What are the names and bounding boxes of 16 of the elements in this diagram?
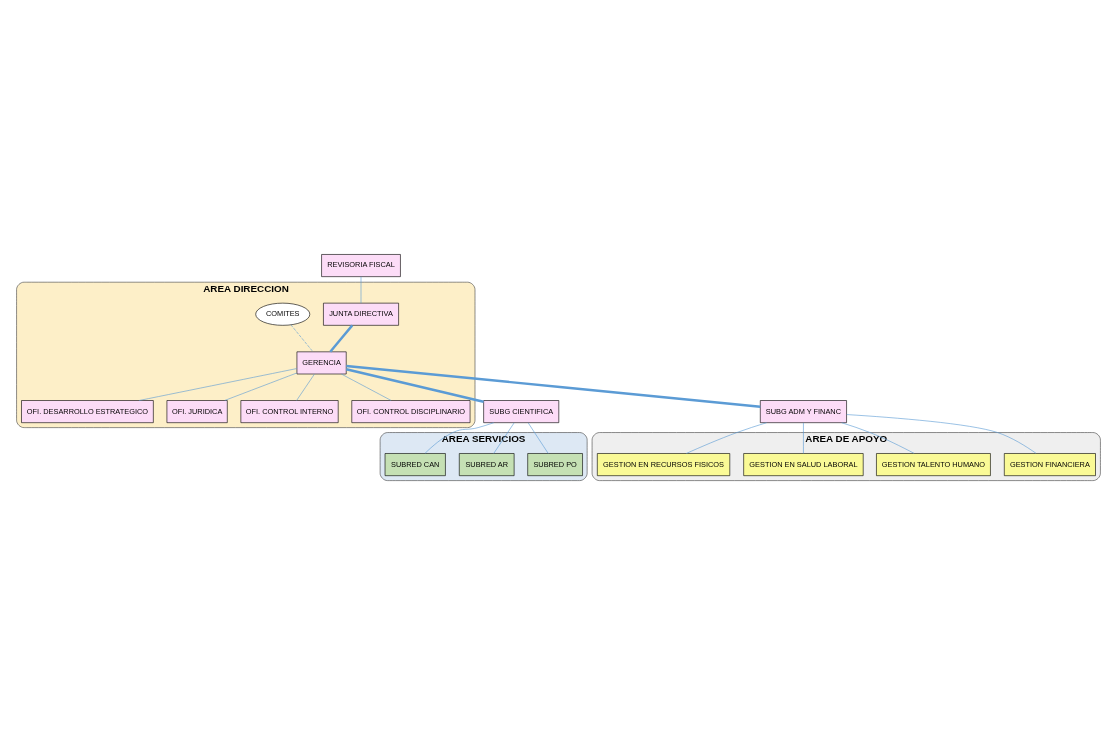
connector — [803, 422, 804, 454]
connector — [493, 422, 515, 454]
connector — [296, 373, 315, 401]
connector — [424, 422, 495, 454]
connector — [138, 368, 298, 401]
connector — [224, 372, 297, 401]
connector — [290, 324, 314, 353]
connector — [329, 324, 354, 353]
connector — [341, 373, 392, 401]
connector — [846, 414, 1037, 454]
connector — [346, 364, 761, 408]
connector — [527, 422, 549, 454]
connector — [685, 422, 767, 454]
connector — [345, 368, 484, 403]
connector — [841, 422, 915, 454]
connector — [360, 276, 362, 304]
